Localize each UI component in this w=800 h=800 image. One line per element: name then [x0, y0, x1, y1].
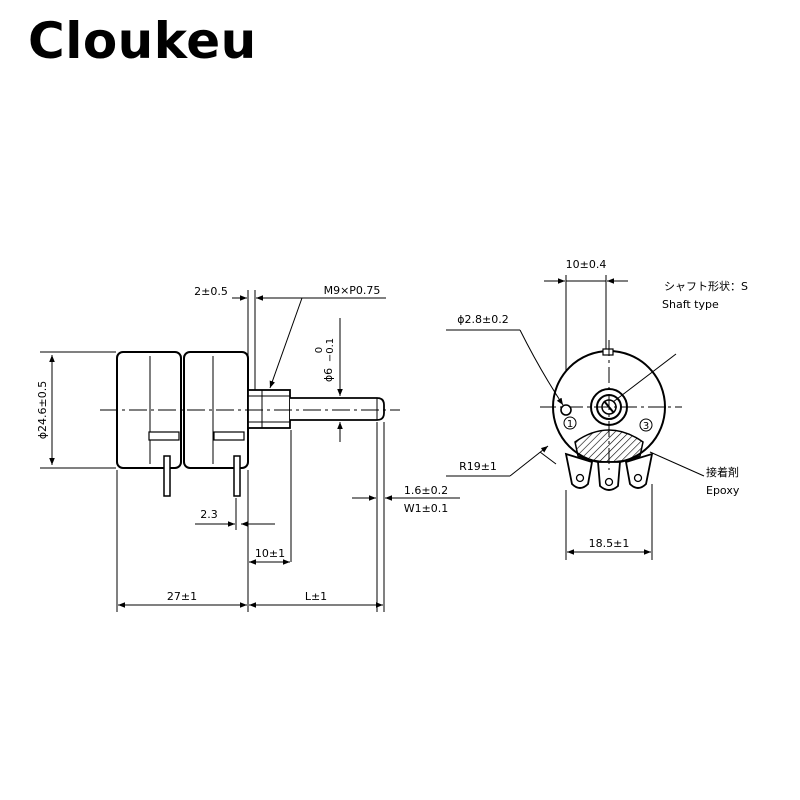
- terminal-1-number: 1: [567, 419, 573, 430]
- pin-spacing-label: 18.5±1: [589, 537, 630, 550]
- shaft-type-jp-label: シャフト形状：S: [664, 279, 748, 293]
- front-view: 10±0.4 シャフト形状：S Shaft type ϕ2.8±0.2 1: [446, 258, 748, 560]
- radius-label: R19±1: [459, 460, 497, 473]
- shaft: [290, 397, 385, 421]
- shaft-diameter-tol-upper: 0: [314, 347, 325, 353]
- terminal-right: [624, 452, 654, 489]
- adhesive-en-label: Epoxy: [706, 484, 740, 497]
- dim-27-label: 27±1: [167, 590, 197, 603]
- hole-diameter-label: ϕ2.8±0.2: [457, 313, 508, 326]
- locating-hole: [560, 404, 572, 416]
- dim-1-6-label: 1.6±0.2: [404, 484, 448, 497]
- terminal-3-number: 3: [643, 421, 649, 432]
- terminal-tab-right: [213, 431, 245, 441]
- terminal-left: [564, 452, 594, 489]
- terminal-tab-left: [148, 431, 180, 441]
- dim-w1-label: W1±0.1: [404, 502, 449, 515]
- terminal-pin-right: [233, 455, 241, 497]
- dim-10-label: 10±1: [255, 547, 285, 560]
- dim-2-label: 2±0.5: [194, 285, 228, 298]
- dim-l-label: L±1: [305, 590, 327, 603]
- terminal-pin-left: [163, 455, 171, 497]
- adhesive-jp-label: 接着剤: [706, 465, 739, 479]
- shaft-diameter-tol-lower: −0.1: [325, 338, 336, 362]
- shaft-diameter-label: ϕ6: [322, 368, 335, 382]
- terminal-center: [597, 461, 621, 491]
- front-dim-10-label: 10±0.4: [566, 258, 607, 271]
- epoxy-area: [574, 429, 644, 463]
- side-view: ϕ24.6±0.5 2±0.5 M9×P0.75 ϕ6 0 −0.1 1.6±0…: [36, 284, 460, 612]
- shaft-type-en-label: Shaft type: [662, 298, 719, 311]
- dim-2-3-label: 2.3: [200, 508, 218, 521]
- brand-logo-text: Cloukeu: [28, 12, 257, 70]
- thread-label: M9×P0.75: [324, 284, 381, 297]
- body-diameter-label: ϕ24.6±0.5: [36, 381, 49, 439]
